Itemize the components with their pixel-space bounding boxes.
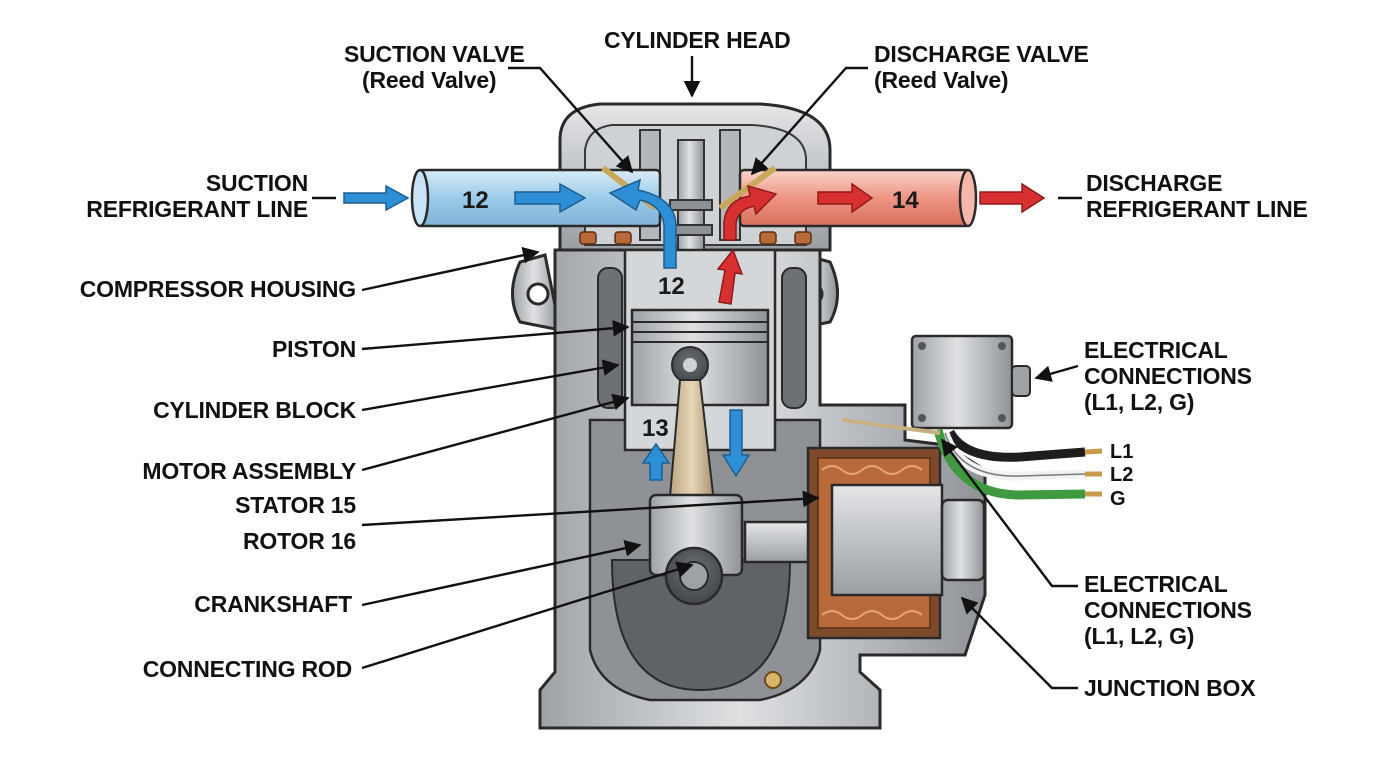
label-electrical-bottom-3: (L1, L2, G): [1084, 623, 1194, 649]
label-electrical-bottom-2: CONNECTIONS: [1084, 597, 1252, 623]
label-junction-box: JUNCTION BOX: [1084, 675, 1256, 701]
label-connecting-rod: CONNECTING ROD: [143, 656, 352, 682]
label-suction-line-2: REFRIGERANT LINE: [86, 196, 308, 222]
label-suction-valve: SUCTION VALVE: [344, 41, 525, 67]
label-discharge-line-2: REFRIGERANT LINE: [1086, 196, 1308, 222]
crankshaft: [648, 493, 842, 606]
label-discharge-valve-sub: (Reed Valve): [874, 67, 1008, 93]
label-suction-valve-sub: (Reed Valve): [362, 67, 496, 93]
label-cylinder-head: CYLINDER HEAD: [604, 27, 791, 53]
label-wire-g: G: [1110, 488, 1126, 510]
label-crankshaft: CRANKSHAFT: [194, 591, 352, 617]
label-cylinder-block: CYLINDER BLOCK: [153, 397, 357, 423]
label-electrical-top-1: ELECTRICAL: [1084, 337, 1228, 363]
label-compressor-housing: COMPRESSOR HOUSING: [80, 276, 356, 302]
label-discharge-line-1: DISCHARGE: [1086, 170, 1222, 196]
label-motor-assembly: MOTOR ASSEMBLY: [142, 458, 356, 484]
label-wire-l2: L2: [1110, 464, 1133, 486]
label-stator: STATOR 15: [235, 492, 356, 518]
label-electrical-top-3: (L1, L2, G): [1084, 389, 1194, 415]
discharge-flow-arrows: [716, 182, 1046, 305]
label-piston: PISTON: [272, 336, 356, 362]
label-wire-l1: L1: [1110, 441, 1133, 463]
label-suction-line-1: SUCTION: [206, 170, 308, 196]
label-rotor: ROTOR 16: [243, 528, 356, 554]
leader-lines: [312, 56, 1082, 690]
label-discharge-valve: DISCHARGE VALVE: [874, 41, 1089, 67]
suction-flow-arrows: [343, 178, 751, 481]
number-discharge-pipe: 14: [892, 187, 919, 214]
rotor: [830, 483, 986, 597]
junction-box: [910, 334, 1031, 430]
number-suction-chamber: 12: [658, 273, 685, 300]
number-cylinder: 13: [642, 415, 669, 442]
wire-l1: [946, 429, 1103, 462]
number-suction-pipe: 12: [462, 187, 489, 214]
label-electrical-bottom-1: ELECTRICAL: [1084, 571, 1228, 597]
label-electrical-top-2: CONNECTIONS: [1084, 363, 1252, 389]
